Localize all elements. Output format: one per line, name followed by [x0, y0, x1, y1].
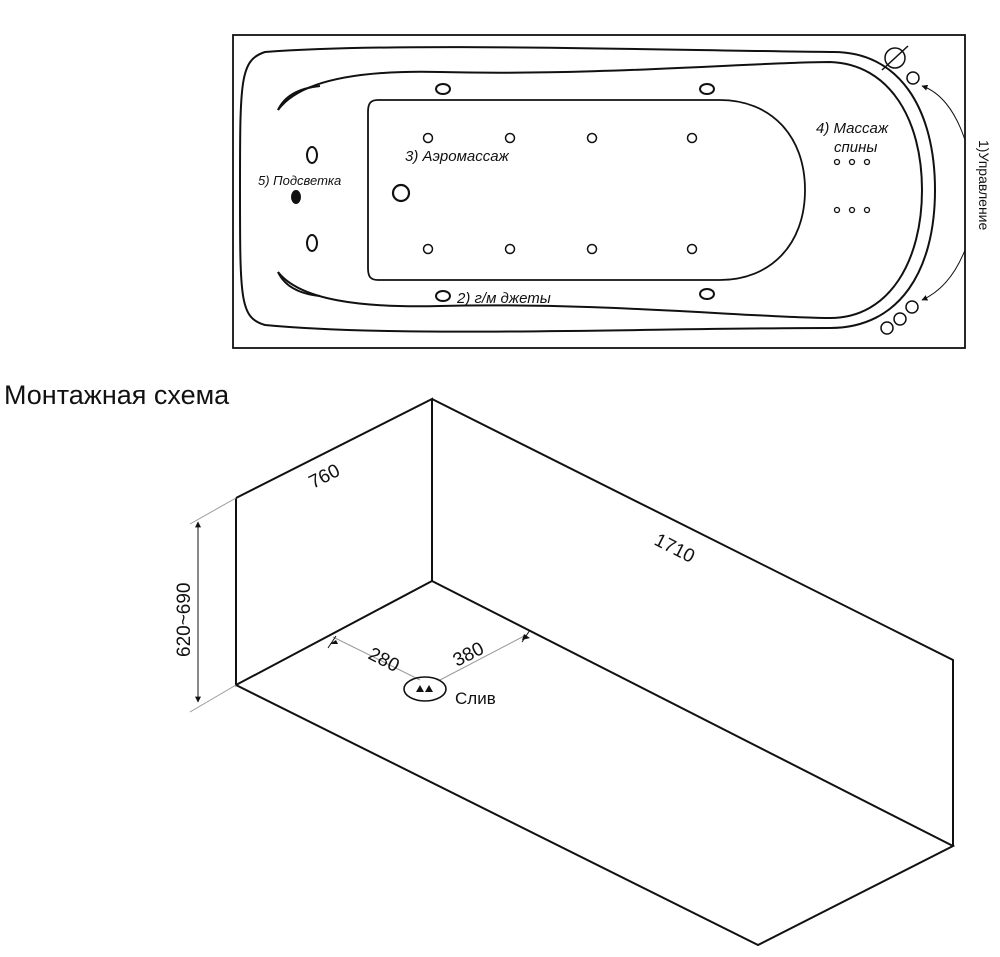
hydro-jet [435, 290, 451, 302]
drain-arrow-right [522, 634, 530, 640]
drain-arrow-left [330, 640, 338, 644]
headrest-curve-top [277, 85, 321, 111]
drain-offset-right: 380 [450, 638, 488, 671]
control-knobs [880, 45, 920, 335]
lighting-lamp [291, 190, 301, 204]
label-back-massage-2: спины [834, 139, 877, 156]
plan-view [232, 34, 966, 349]
box-back-left-edge [235, 397, 433, 581]
tub-outer-rim [239, 46, 937, 333]
headrest-jet [306, 146, 318, 164]
mounting-title: Монтажная схема [4, 380, 230, 410]
control-arrow [921, 84, 966, 141]
drain-symbol [403, 676, 447, 702]
headrest-jet [306, 234, 318, 252]
hydro-jet [435, 83, 451, 95]
air-nozzles [422, 132, 698, 255]
control-arrow [921, 249, 966, 301]
label-lighting: 5) Подсветка [258, 173, 341, 188]
tub-inner-rim [277, 60, 924, 320]
length-value: 1710 [651, 530, 698, 568]
hydro-jet [699, 83, 715, 95]
width-value: 760 [306, 460, 344, 493]
box-bottom-edges [235, 580, 956, 947]
box-top-back-edge [431, 398, 954, 846]
back-massage-nozzles [833, 158, 871, 214]
height-value: 620~690 [174, 583, 195, 658]
box-left-front-edge [235, 498, 433, 687]
label-aero-massage: 3) Аэромассаж [405, 148, 510, 165]
basin-drain [391, 183, 411, 203]
headrest-curve-bottom [277, 271, 321, 297]
tub-basin [367, 99, 806, 281]
drain-label: Слив [455, 689, 496, 708]
plan-frame [232, 34, 966, 349]
hydro-jet [699, 288, 715, 300]
drain-offset-left: 280 [365, 644, 403, 677]
mounting-box [235, 397, 956, 947]
label-back-massage-1: 4) Массаж [816, 120, 889, 137]
label-control: 1)Управление [976, 140, 992, 230]
label-hydro-jets: 2) г/м джеты [456, 290, 551, 307]
drain-dimensions [327, 629, 531, 681]
height-dimension [189, 497, 237, 713]
